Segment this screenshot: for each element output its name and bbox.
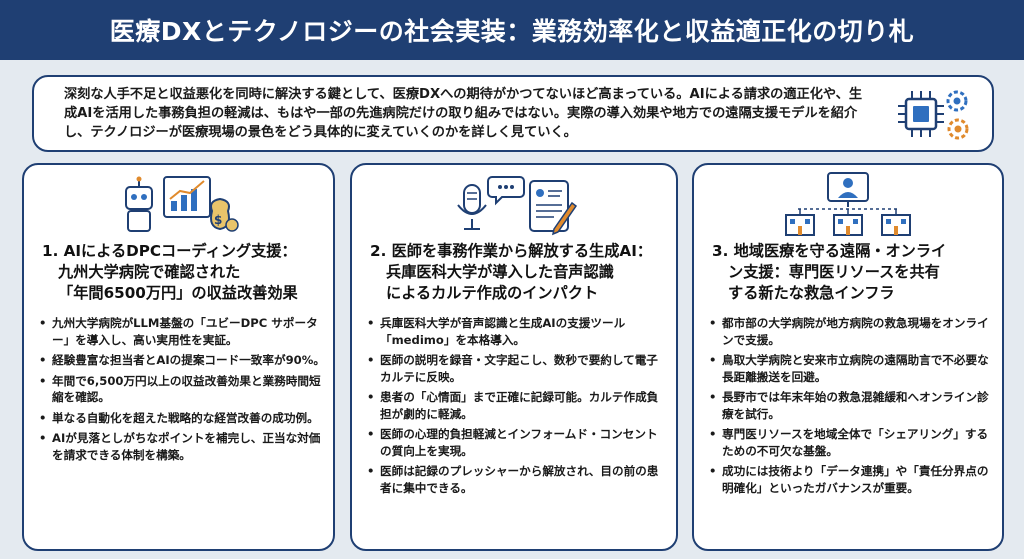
bullet-item: 単なる自動化を超えた戦略的な経営改善の成功例。: [38, 410, 325, 427]
bullet-item: 成功には技術より「データ連携」や「責任分界点の明確化」といったガバナンスが重要。: [708, 463, 994, 496]
bullet-list: 兵庫医科大学が音声認識と生成AIの支援ツール「medimo」を本格導入。 医師の…: [366, 315, 668, 500]
title-bar: 医療DXとテクノロジーの社会実装：業務効率化と収益適正化の切り札: [0, 0, 1024, 60]
card-title-line: ン支援：専門医リソースを共有: [728, 263, 940, 281]
card-title-line: 兵庫医科大学が導入した音声認識: [386, 263, 614, 281]
bullet-item: 兵庫医科大学が音声認識と生成AIの支援ツール「medimo」を本格導入。: [366, 315, 668, 348]
bullet-item: AIが見落としがちなポイントを補完し、正当な対価を請求できる体制を構築。: [38, 430, 325, 463]
bullet-list: 都市部の大学病院が地方病院の救急現場をオンラインで支援。 鳥取大学病院と安来市立…: [708, 315, 994, 500]
bullet-item: 医師は記録のプレッシャーから解放され、目の前の患者に集中できる。: [366, 463, 668, 496]
card-title: 3. 地域医療を守る遠隔・オンライ ン支援：専門医リソースを共有 する新たな救急…: [712, 241, 992, 304]
card-title-line: 3. 地域医療を守る遠隔・オンライ: [712, 242, 947, 260]
bullet-item: 九州大学病院がLLM基盤の「ユビーDPC サポーター」を導入し、高い実用性を実証…: [38, 315, 325, 348]
doctor-hospitals-network-icon: [694, 171, 1002, 237]
card-title-line: 1. AIによるDPCコーディング支援：: [42, 242, 297, 260]
bullet-item: 鳥取大学病院と安来市立病院の遠隔助言で不必要な長距離搬送を回避。: [708, 352, 994, 385]
chip-gear-icon: [896, 85, 972, 153]
bullet-item: 医師の心理的負担軽減とインフォームド・コンセントの質向上を実現。: [366, 426, 668, 459]
svg-text:$: $: [214, 213, 222, 227]
card-remote-support: 3. 地域医療を守る遠隔・オンライ ン支援：専門医リソースを共有 する新たな救急…: [692, 163, 1004, 551]
robot-chart-money-icon: $: [24, 171, 333, 237]
bullet-item: 専門医リソースを地域全体で「シェアリング」するための不可欠な基盤。: [708, 426, 994, 459]
page-title: 医療DXとテクノロジーの社会実装：業務効率化と収益適正化の切り札: [109, 17, 915, 46]
card-title-line: 2. 医師を事務作業から解放する生成AI：: [370, 242, 653, 260]
card-title: 1. AIによるDPCコーディング支援： 九州大学病院で確認された 「年間650…: [42, 241, 323, 304]
intro-box: 深刻な人手不足と収益悪化を同時に解決する鍵として、医療DXへの期待がかつてないほ…: [32, 75, 994, 152]
card-title-line: によるカルテ作成のインパクト: [386, 284, 599, 302]
bullet-item: 長野市では年末年始の救急混雑緩和へオンライン診療を試行。: [708, 389, 994, 422]
bullet-item: 都市部の大学病院が地方病院の救急現場をオンラインで支援。: [708, 315, 994, 348]
card-title-line: 「年間6500万円」の収益改善効果: [58, 284, 298, 302]
card-title-line: 九州大学病院で確認された: [58, 263, 241, 281]
card-title: 2. 医師を事務作業から解放する生成AI： 兵庫医科大学が導入した音声認識 によ…: [370, 241, 666, 304]
bullet-item: 年間で6,500万円以上の収益改善効果と業務時間短縮を確認。: [38, 373, 325, 406]
microphone-chat-tablet-icon: [352, 171, 676, 237]
card-title-line: する新たな救急インフラ: [728, 284, 895, 302]
bullet-item: 患者の「心情面」まで正確に記録可能。カルテ作成負担が劇的に軽減。: [366, 389, 668, 422]
bullet-item: 経験豊富な担当者とAIの提案コード一致率が90%。: [38, 352, 325, 369]
bullet-item: 医師の説明を録音・文字起こし、数秒で要約して電子カルテに反映。: [366, 352, 668, 385]
card-dpc-coding: $ 1. AIによるDPCコーディング支援： 九州大学病院で確認された 「年間6…: [22, 163, 335, 551]
card-generative-ai: 2. 医師を事務作業から解放する生成AI： 兵庫医科大学が導入した音声認識 によ…: [350, 163, 678, 551]
intro-text: 深刻な人手不足と収益悪化を同時に解決する鍵として、医療DXへの期待がかつてないほ…: [64, 87, 863, 140]
bullet-list: 九州大学病院がLLM基盤の「ユビーDPC サポーター」を導入し、高い実用性を実証…: [38, 315, 325, 467]
